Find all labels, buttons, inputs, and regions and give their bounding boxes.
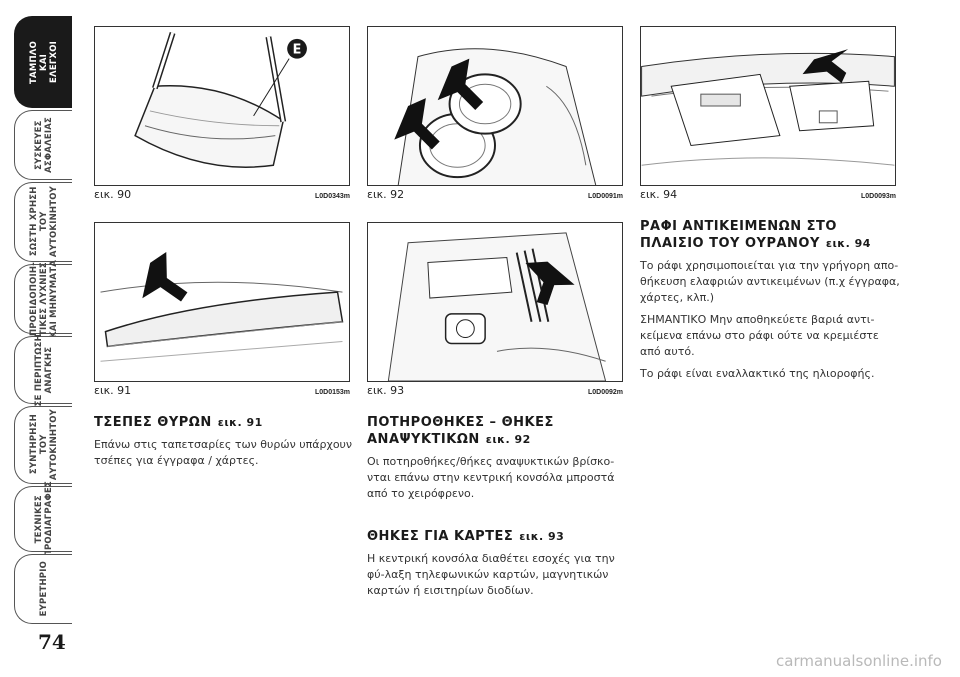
tab-warning-lights[interactable]: ΠΡΟΕΙΔΟΠΟΙΗ- ΤΙΚΕΣ ΛΥΧΝΙΕΣ ΚΑΙ ΜΗΝΥΜΑΤΑ — [14, 260, 72, 338]
figure-91-label: εικ. 91 — [94, 384, 132, 397]
figure-94-code: L0D0093m — [860, 193, 896, 200]
roof-shelf-illustration — [641, 49, 895, 166]
section-text: Επάνω στις ταπετσαρίες των θυρών υπάρχου… — [94, 438, 353, 467]
cup-holders-illustration — [394, 48, 597, 185]
card-holders-illustration — [387, 232, 607, 381]
section-text: Το ράφι χρησιμοποιείται για την γρήγορη … — [640, 259, 900, 304]
tab-dashboard-controls[interactable]: ΤΑΜΠΛΟ ΚΑΙ ΕΛΕΓΧΟΙ — [14, 16, 72, 108]
tab-technical-specs[interactable]: ΤΕΧΝΙΚΕΣ ΠΡΟΔΙΑΓΡΑΦΕΣ — [14, 481, 72, 557]
section-roof-shelf: ΡΑΦΙ ΑΝΤΙΚΕΙΜΕΝΩΝ ΣΤΟ ΠΛΑΙΣΙΟ ΤΟΥ ΟΥΡΑΝΟ… — [640, 218, 902, 388]
section-note: Το ράφι είναι εναλλακτικό της ηλιοροφής. — [640, 367, 875, 380]
arrow-pointer-icon — [394, 98, 440, 150]
figure-92-illustration — [367, 26, 623, 186]
figure-94-label: εικ. 94 — [640, 188, 678, 201]
chapter-tabs: ΤΑΜΠΛΟ ΚΑΙ ΕΛΕΓΧΟΙ ΣΥΣΚΕΥΕΣ ΑΣΦΑΛΕΙΑΣ ΣΩ… — [0, 0, 76, 677]
figure-90-label: εικ. 90 — [94, 188, 132, 201]
arrow-pointer-icon — [802, 49, 849, 84]
arrow-pointer-icon — [437, 58, 484, 110]
figure-92-code: L0D0091m — [587, 193, 623, 200]
arrow-pointer-icon — [142, 251, 188, 302]
tab-correct-use[interactable]: ΣΩΣΤΗ ΧΡΗΣΗ ΤΟΥ ΑΥΤΟΚΙΝΗΤΟΥ — [14, 182, 72, 262]
figure-91: εικ. 91 L0D0153m — [94, 222, 350, 397]
figure-93: εικ. 93 L0D0092m — [367, 222, 623, 397]
figure-91-illustration — [94, 222, 350, 382]
section-title: ΡΑΦΙ ΑΝΤΙΚΕΙΜΕΝΩΝ ΣΤΟ ΠΛΑΙΣΙΟ ΤΟΥ ΟΥΡΑΝΟ… — [640, 219, 871, 251]
tab-index[interactable]: ΕΥΡΕΤΗΡΙΟ — [14, 554, 72, 624]
tab-emergency[interactable]: ΣΕ ΠΕΡΙΠΤΩΣΗ ΑΝΑΓΚΗΣ — [14, 334, 72, 406]
section-text: Η κεντρική κονσόλα διαθέτει εσοχές για τ… — [367, 552, 615, 597]
svg-text:E: E — [293, 43, 302, 58]
figure-94-illustration — [640, 26, 896, 186]
figure-91-code: L0D0153m — [314, 389, 350, 396]
section-warning: ΣΗΜΑΝΤΙΚΟ Μην αποθηκεύετε βαριά αντι-κεί… — [640, 313, 879, 358]
door-pocket-bag-illustration: E — [134, 32, 307, 168]
arrow-pointer-icon — [525, 261, 575, 306]
figure-92: εικ. 92 L0D0091m — [367, 26, 623, 201]
figure-93-code: L0D0092m — [587, 389, 623, 396]
figure-90: E εικ. 90 L0D0343m — [94, 26, 350, 201]
watermark: carmanualsonline.info — [776, 652, 942, 670]
callout-e-icon — [287, 38, 307, 59]
door-pocket-illustration — [100, 251, 344, 362]
figure-93-illustration — [367, 222, 623, 382]
page-number: 74 — [38, 630, 66, 654]
tab-maintenance[interactable]: ΣΥΝΤΗΡΗΣΗ ΤΟΥ ΑΥΤΟΚΙΝΗΤΟΥ — [14, 406, 72, 484]
figure-94: εικ. 94 L0D0093m — [640, 26, 896, 201]
section-text: Οι ποτηροθήκες/θήκες αναψυκτικών βρίσκο-… — [367, 455, 615, 500]
figure-90-code: L0D0343m — [314, 193, 350, 200]
figure-90-illustration: E — [94, 26, 350, 186]
figure-93-label: εικ. 93 — [367, 384, 405, 397]
figure-92-label: εικ. 92 — [367, 188, 405, 201]
tab-safety-devices[interactable]: ΣΥΣΚΕΥΕΣ ΑΣΦΑΛΕΙΑΣ — [14, 110, 72, 180]
